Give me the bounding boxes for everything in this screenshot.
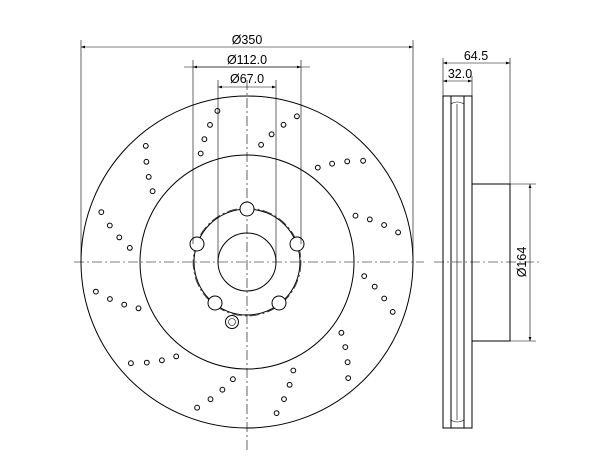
locating-screw-hole-inner (228, 318, 236, 326)
drill-hole (314, 164, 321, 171)
bolt-hole (239, 201, 255, 217)
drill-hole (142, 143, 149, 149)
drill-hole (214, 108, 221, 114)
drill-hole (230, 376, 236, 383)
drill-hole (290, 367, 297, 374)
drill-hole (207, 122, 213, 128)
drill-hole (286, 381, 293, 388)
drill-hole (329, 160, 336, 167)
drill-hole (201, 136, 208, 143)
cross-drilled-holes (93, 108, 402, 417)
locating-screw-hole (225, 315, 239, 329)
bolt-hole (189, 236, 205, 252)
drill-hole (371, 283, 378, 290)
outer-diameter-label: Ø350 (232, 33, 263, 47)
bolt-hole (289, 236, 305, 252)
bolt-circle-dimension: Ø112.0 (184, 53, 310, 244)
drill-hole (381, 222, 388, 228)
drill-hole (194, 404, 201, 411)
drill-hole (344, 359, 351, 366)
drill-hole (93, 288, 99, 295)
drill-hole (219, 386, 226, 393)
drill-hole (361, 273, 368, 280)
drill-hole (344, 158, 351, 165)
drill-hole (149, 188, 156, 195)
friction-ring-inner-edge (139, 154, 355, 370)
drill-hole (128, 360, 134, 367)
drill-hole (143, 158, 150, 165)
drill-hole (135, 305, 142, 312)
center-bore-dimension: Ø67.0 (217, 72, 277, 262)
drill-hole (107, 296, 113, 302)
hat-section (472, 183, 511, 342)
hat-diameter-label: Ø164 (515, 247, 529, 278)
hat-diameter-dimension: Ø164 (510, 183, 536, 342)
drill-hole (159, 357, 165, 364)
drill-hole (281, 396, 287, 403)
drill-hole (280, 121, 287, 128)
drill-hole (98, 209, 105, 216)
front-view: Ø350 Ø112.0 Ø67.0 (74, 33, 424, 450)
disc-thickness-label: 32.0 (448, 67, 472, 81)
overall-height-dimension: 64.5 (442, 49, 511, 184)
drill-hole (207, 396, 214, 403)
disc-thickness-dimension: 32.0 (443, 67, 473, 96)
drill-hole (294, 113, 300, 120)
bolt-circle-label: Ø112.0 (227, 53, 267, 67)
drill-hole (145, 174, 152, 180)
side-view: 64.5 32.0 Ø164 (434, 49, 540, 429)
drill-hole (345, 375, 352, 382)
drill-hole (273, 410, 280, 417)
drill-hole (360, 157, 367, 164)
bolt-hole (271, 295, 287, 311)
overall-height-label: 64.5 (464, 49, 488, 63)
drill-hole (116, 234, 123, 241)
drill-hole (268, 131, 275, 138)
drill-hole (143, 359, 150, 366)
outer-diameter-dimension: Ø350 (80, 33, 414, 262)
drill-hole (338, 329, 345, 336)
drill-hole (258, 141, 265, 148)
center-bore-label: Ø67.0 (230, 72, 264, 86)
drill-hole (381, 295, 388, 302)
bolt-holes (189, 201, 305, 311)
disc-section-outline (442, 95, 473, 429)
drill-hole (106, 222, 113, 229)
drill-hole (173, 353, 180, 360)
drill-hole (389, 309, 396, 315)
drill-hole (126, 245, 133, 251)
bolt-hole (207, 295, 223, 311)
drill-hole (342, 344, 349, 351)
drill-hole (366, 216, 373, 223)
drill-hole (197, 150, 204, 157)
drill-hole (121, 301, 128, 308)
drill-hole (352, 212, 359, 219)
drill-hole (395, 229, 402, 236)
